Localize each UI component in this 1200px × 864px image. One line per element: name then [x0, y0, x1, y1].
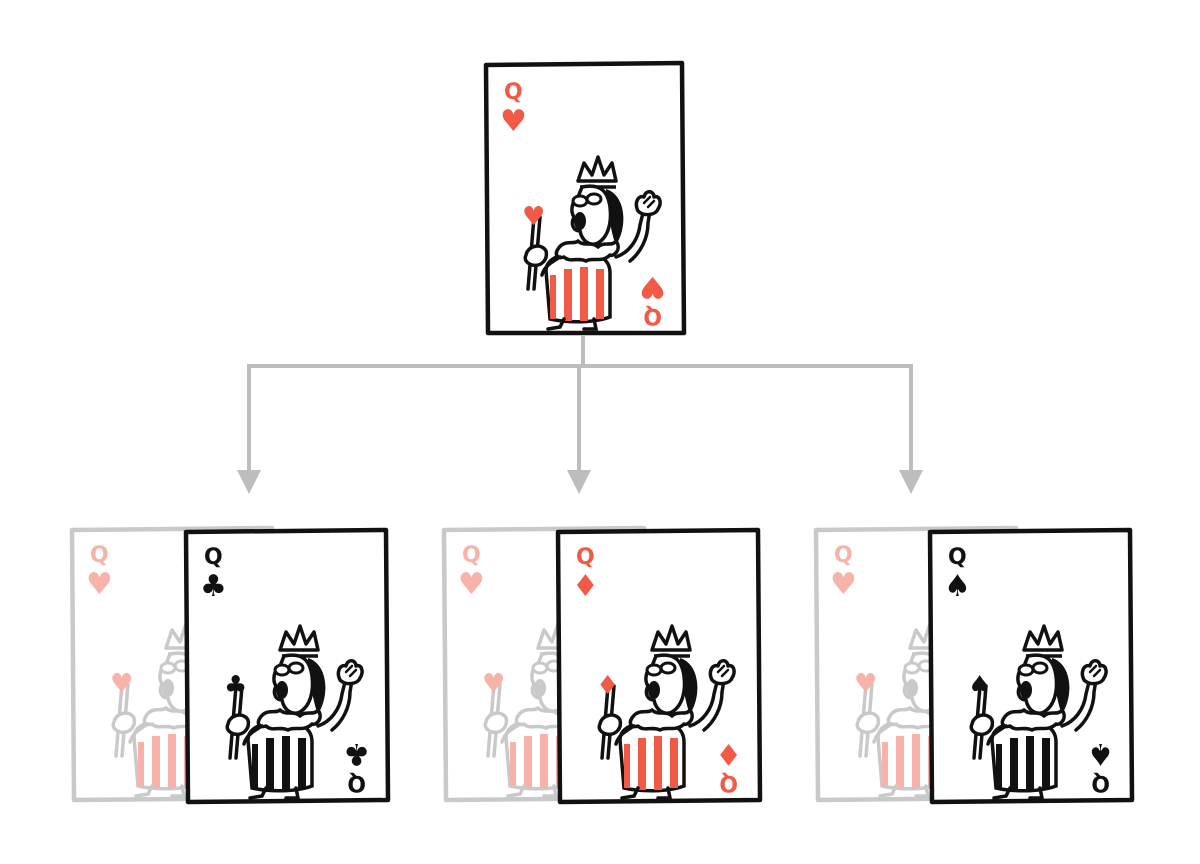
variant-card-spades-rank-bottom: Q — [1091, 770, 1110, 795]
source-card-scepter-heart-icon: ♥ — [522, 202, 545, 232]
variant-cards: Q♥♥Q♥Q♣♣Q♣Q♥♥Q♥Q♦♦Q♦Q♥♥Q♥Q♠♠Q♠ — [69, 525, 1135, 805]
variant-card-spades-dress — [990, 720, 1058, 793]
variant-card-diamonds-scepter-suit-icon: ♦ — [596, 671, 619, 701]
ghost-card-rank-top: Q — [834, 543, 853, 568]
ghost-card-suit-top-icon: ♥ — [86, 567, 113, 602]
source-card-dress — [544, 251, 612, 324]
variant-card-clubs-rank-bottom: Q — [347, 770, 366, 795]
variant-card-clubs-dress — [246, 720, 314, 793]
variant-card-diamonds-suit-bottom-icon: ♦ — [715, 736, 742, 771]
variant-card-queen-of-clubs: Q♣♣Q♣ — [183, 527, 391, 805]
variant-card-clubs-suit-bottom-icon: ♣ — [343, 736, 370, 771]
variant-card-clubs-suit-top-icon: ♣ — [200, 569, 227, 604]
ghost-card-rank-top: Q — [90, 543, 109, 568]
ghost-card-rank-top: Q — [462, 543, 481, 568]
ghost-card-suit-top-icon: ♥ — [830, 567, 857, 602]
source-card-rank-top: Q — [504, 80, 523, 105]
variant-card-diamonds-rank-bottom: Q — [719, 770, 738, 795]
ghost-card-scepter-suit-icon: ♥ — [482, 669, 505, 699]
arrow-heads — [237, 470, 923, 494]
variant-card-spades-suit-bottom-icon: ♠ — [1087, 736, 1114, 771]
arrow-down-icon — [567, 470, 591, 494]
variant-card-diamonds-rank-top: Q — [576, 545, 595, 570]
source-card-rank-bottom: Q — [643, 303, 662, 328]
variant-card-queen-of-spades: Q♠♠Q♠ — [927, 527, 1135, 805]
variant-card-diamonds-dress — [618, 720, 686, 793]
variant-card-queen-of-diamonds: Q♦♦Q♦ — [555, 527, 763, 805]
variant-card-diamonds-suit-top-icon: ♦ — [572, 569, 599, 604]
variant-card-spades-rank-top: Q — [948, 545, 967, 570]
variant-card-clubs-rank-top: Q — [204, 545, 223, 570]
variant-stack-diamonds: Q♥♥Q♥Q♦♦Q♦ — [441, 525, 763, 805]
variant-stack-clubs: Q♥♥Q♥Q♣♣Q♣ — [69, 525, 391, 805]
variant-card-spades-suit-top-icon: ♠ — [944, 569, 971, 604]
source-card-suit-top-icon: ♥ — [500, 104, 527, 139]
source-card-suit-bottom-icon: ♥ — [639, 269, 666, 304]
variant-stack-spades: Q♥♥Q♥Q♠♠Q♠ — [813, 525, 1135, 805]
variant-card-spades-scepter-suit-icon: ♠ — [968, 671, 991, 701]
arrow-down-icon — [899, 470, 923, 494]
variant-card-clubs-scepter-suit-icon: ♣ — [224, 671, 247, 701]
arrow-down-icon — [237, 470, 261, 494]
ghost-card-scepter-suit-icon: ♥ — [854, 669, 877, 699]
connector-lines — [247, 336, 913, 470]
ghost-card-suit-top-icon: ♥ — [458, 567, 485, 602]
ghost-card-scepter-suit-icon: ♥ — [110, 669, 133, 699]
source-card-queen-of-hearts: Q ♥ ♥ Q ♥ — [483, 60, 687, 336]
